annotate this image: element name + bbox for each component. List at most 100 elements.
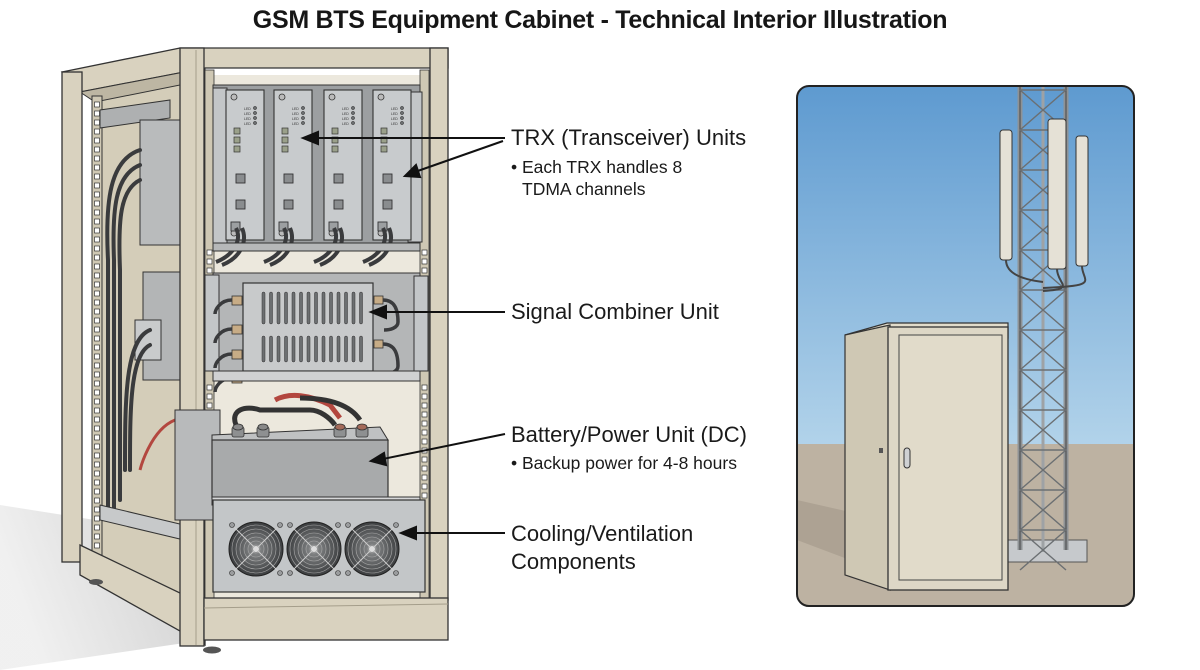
- rail-hole: [94, 506, 100, 513]
- status-led: [351, 106, 355, 110]
- vent-slot: [299, 335, 303, 363]
- status-led: [400, 106, 404, 110]
- led-label: LED: [342, 112, 349, 116]
- vent-slot: [344, 335, 348, 363]
- rail-hole: [94, 362, 100, 369]
- front-left-post: [179, 47, 205, 647]
- rail-hole: [94, 524, 100, 531]
- sfp-port: [281, 136, 289, 144]
- rail-hole: [206, 267, 213, 274]
- status-led: [400, 121, 404, 125]
- rail-hole: [94, 182, 100, 189]
- vent-slot: [336, 291, 341, 325]
- terminal-nut: [356, 423, 368, 431]
- fan-hub: [253, 546, 259, 552]
- vent-slot: [321, 291, 326, 325]
- battery-cable-black: [232, 405, 338, 427]
- rail-hole: [421, 483, 428, 490]
- led-label: LED: [292, 122, 299, 126]
- rail-hole: [421, 384, 428, 391]
- rail-hole: [421, 402, 428, 409]
- fan-screw: [277, 570, 283, 576]
- rail-hole: [421, 420, 428, 427]
- rail-hole: [94, 380, 100, 387]
- vent-slot: [336, 335, 341, 363]
- sfp-port: [380, 127, 388, 135]
- rf-connector: [231, 349, 243, 360]
- rail-hole: [94, 461, 100, 468]
- rail-hole: [421, 258, 428, 265]
- fan-grille-ring: [301, 536, 327, 562]
- outdoor-site-inset: [796, 85, 1135, 607]
- rail-hole: [94, 299, 100, 306]
- rail-holes: [94, 101, 100, 549]
- fan-grille-ring: [309, 544, 319, 554]
- rf-connector: [231, 324, 243, 335]
- side-bracket-top: [99, 99, 171, 129]
- sector-antennas: [999, 118, 1089, 292]
- rail-hole: [206, 249, 213, 256]
- led-label: LED: [391, 117, 398, 121]
- status-led: [301, 111, 305, 115]
- rail-hole: [94, 479, 100, 486]
- faceplate-screw: [278, 93, 286, 101]
- sector-antenna: [1042, 135, 1089, 289]
- status-led: [400, 116, 404, 120]
- rail-hole: [206, 393, 213, 400]
- rail-hole: [421, 474, 428, 481]
- vent-slot: [291, 291, 296, 325]
- fan-screw: [393, 570, 399, 576]
- rail-hole: [206, 402, 213, 409]
- led-label: LED: [244, 112, 251, 116]
- ethernet-port: [235, 173, 246, 184]
- led-label: LED: [244, 107, 251, 111]
- led-label: LED: [292, 107, 299, 111]
- status-led: [351, 116, 355, 120]
- trx-callout-note: • Each TRX handles 8: [511, 157, 683, 177]
- fan-screw: [287, 570, 293, 576]
- vent-slot: [269, 291, 273, 325]
- sfp-port: [233, 136, 241, 144]
- faceplate-screw: [377, 93, 385, 101]
- door-handle[interactable]: [903, 447, 911, 469]
- fan-grille-ring: [239, 532, 273, 566]
- fan-grille-ring: [363, 540, 381, 558]
- cooling-fan-panel: [212, 499, 426, 593]
- fan-hub: [311, 546, 317, 552]
- rail-hole: [421, 249, 428, 256]
- rail-hole: [94, 146, 100, 153]
- rf-cable: [213, 352, 233, 369]
- status-led: [301, 121, 305, 125]
- fan-screw: [335, 522, 341, 528]
- callout-leaders: [300, 130, 506, 541]
- rail-hole: [94, 425, 100, 432]
- status-led: [301, 116, 305, 120]
- rail-hole: [94, 254, 100, 261]
- vent-slot: [276, 335, 281, 363]
- rail-hole: [94, 209, 100, 216]
- sfp-port: [380, 145, 388, 153]
- shelf-ear-right: [413, 275, 429, 372]
- led-label: LED: [292, 117, 299, 121]
- rail-hole: [94, 308, 100, 315]
- rail-hole: [94, 236, 100, 243]
- antenna-feeder: [1042, 265, 1087, 289]
- rail-hole: [94, 272, 100, 279]
- rail-hole: [421, 429, 428, 436]
- vent-slot: [329, 291, 333, 325]
- vent-slot: [291, 335, 296, 363]
- ethernet-port: [235, 199, 246, 210]
- rail-hole: [421, 465, 428, 472]
- rail-hole: [94, 515, 100, 522]
- status-led: [253, 116, 257, 120]
- cabinet-ground-shadow: [797, 500, 850, 560]
- rail-hole: [94, 128, 100, 135]
- status-led: [253, 106, 257, 110]
- vent-slot: [314, 335, 318, 363]
- outdoor-bts-cabinet: [844, 322, 1009, 591]
- rail-hole: [94, 317, 100, 324]
- rail-hole: [94, 137, 100, 144]
- rail-hole: [94, 227, 100, 234]
- led-label: LED: [342, 107, 349, 111]
